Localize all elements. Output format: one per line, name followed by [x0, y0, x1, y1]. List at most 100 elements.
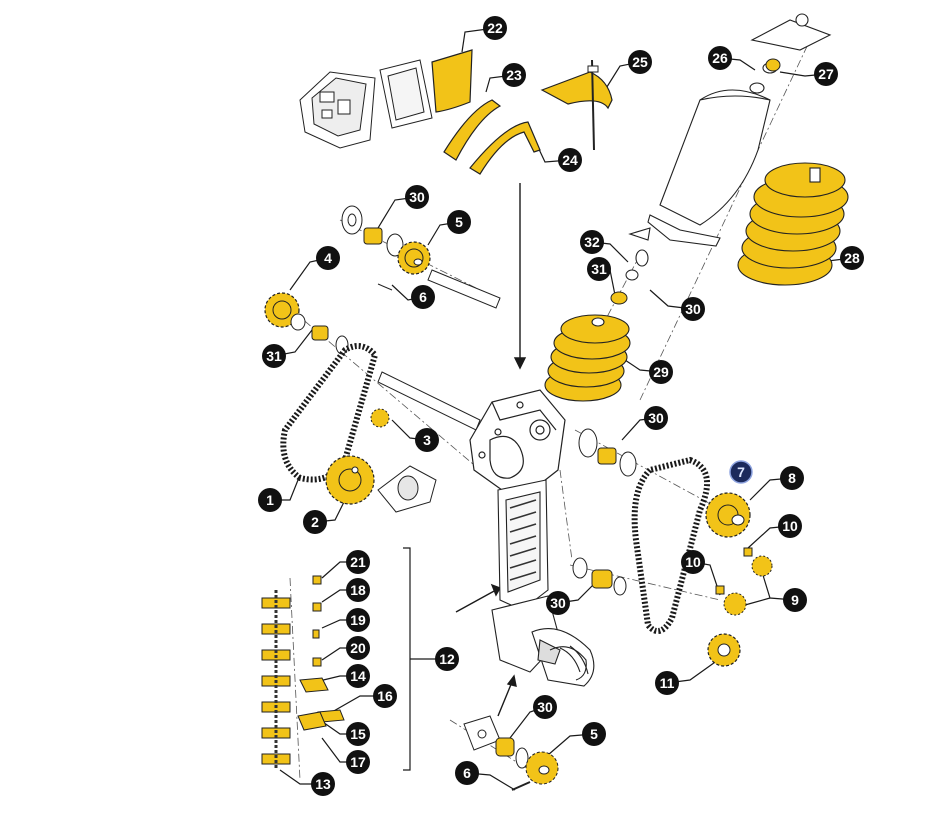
svg-text:20: 20	[350, 640, 366, 656]
svg-text:5: 5	[455, 214, 463, 230]
callout-24[interactable]: 24	[558, 148, 582, 172]
part-18-link	[312, 602, 322, 612]
svg-text:15: 15	[350, 726, 366, 742]
svg-text:8: 8	[788, 470, 796, 486]
callout-9[interactable]: 9	[783, 588, 807, 612]
svg-text:7: 7	[737, 464, 745, 480]
part-24-wear-strip	[469, 121, 541, 175]
svg-text:31: 31	[266, 348, 282, 364]
part-11-sprocket	[707, 633, 741, 667]
part-29-auger-flight	[544, 314, 631, 402]
svg-text:6: 6	[463, 765, 471, 781]
callout-30-bottom[interactable]: 30	[533, 695, 557, 719]
svg-text:1: 1	[266, 492, 274, 508]
callout-4[interactable]: 4	[316, 246, 340, 270]
callout-7-selected[interactable]: 7	[729, 460, 753, 484]
callout-31-upper[interactable]: 31	[587, 257, 611, 281]
assembly-arrows	[455, 183, 527, 717]
svg-text:12: 12	[439, 651, 455, 667]
svg-text:21: 21	[350, 554, 366, 570]
callout-10-lower[interactable]: 10	[681, 550, 705, 574]
svg-text:9: 9	[791, 592, 799, 608]
svg-text:25: 25	[632, 54, 648, 70]
svg-text:23: 23	[506, 67, 522, 83]
callout-32[interactable]: 32	[580, 230, 604, 254]
part-8-sprocket	[705, 492, 751, 538]
callout-21[interactable]: 21	[346, 550, 370, 574]
callout-28[interactable]: 28	[840, 246, 864, 270]
callout-5-upper[interactable]: 5	[447, 210, 471, 234]
svg-text:6: 6	[419, 289, 427, 305]
svg-text:30: 30	[537, 699, 553, 715]
part-10-bushing-lower	[715, 585, 725, 595]
svg-text:31: 31	[591, 261, 607, 277]
callout-6-upper[interactable]: 6	[411, 285, 435, 309]
svg-text:26: 26	[712, 50, 728, 66]
callout-8[interactable]: 8	[780, 466, 804, 490]
part-4-sprocket	[264, 292, 306, 331]
part-22-shield	[431, 49, 473, 113]
part-3-sprocket	[370, 408, 390, 428]
callout-2[interactable]: 2	[303, 510, 327, 534]
part-27-bushing	[765, 58, 781, 72]
callout-12[interactable]: 12	[435, 647, 459, 671]
callout-1[interactable]: 1	[258, 488, 282, 512]
svg-text:11: 11	[660, 675, 675, 691]
part-31-bushing-upper	[610, 291, 628, 305]
part-32-bushing	[625, 269, 639, 281]
svg-text:16: 16	[377, 688, 393, 704]
svg-text:30: 30	[409, 189, 425, 205]
svg-text:17: 17	[350, 754, 366, 770]
part-5-sprocket-upper	[397, 241, 431, 275]
callout-20[interactable]: 20	[346, 636, 370, 660]
callout-30-lower-middle[interactable]: 30	[546, 591, 570, 615]
svg-text:18: 18	[350, 582, 366, 598]
callout-13[interactable]: 13	[311, 772, 335, 796]
part-10-bushing-upper	[743, 547, 753, 557]
callout-31-left[interactable]: 31	[262, 344, 286, 368]
part-20-clip	[312, 657, 322, 667]
callout-17[interactable]: 17	[346, 750, 370, 774]
control-box-assembly	[299, 59, 433, 149]
part-9-sprocket-lower	[723, 592, 747, 616]
callout-14[interactable]: 14	[346, 664, 370, 688]
callout-27[interactable]: 27	[814, 62, 838, 86]
callout-29[interactable]: 29	[649, 360, 673, 384]
part-19-pin	[312, 629, 320, 639]
elevator-column	[497, 479, 549, 611]
callout-23[interactable]: 23	[502, 63, 526, 87]
callout-22[interactable]: 22	[483, 16, 507, 40]
callout-5-bottom[interactable]: 5	[582, 722, 606, 746]
part-7-chain	[631, 456, 710, 635]
gearbox-housing	[469, 389, 566, 491]
svg-text:27: 27	[818, 66, 834, 82]
callout-16[interactable]: 16	[373, 684, 397, 708]
part-15-plate	[297, 711, 327, 731]
callout-11[interactable]: 11	[655, 671, 679, 695]
svg-text:19: 19	[350, 612, 366, 628]
callout-6-bottom[interactable]: 6	[455, 761, 479, 785]
callout-15[interactable]: 15	[346, 722, 370, 746]
lower-auger-housing	[491, 595, 595, 687]
callout-26[interactable]: 26	[708, 46, 732, 70]
callout-25[interactable]: 25	[628, 50, 652, 74]
part-30-bearing-bottom	[495, 737, 529, 769]
svg-text:22: 22	[487, 20, 503, 36]
part-21-link	[312, 575, 322, 585]
svg-text:3: 3	[423, 432, 431, 448]
svg-text:30: 30	[648, 410, 664, 426]
callout-30-upper-left[interactable]: 30	[405, 185, 429, 209]
part-25-cover	[540, 59, 613, 151]
svg-text:4: 4	[324, 250, 332, 266]
part-13-paddle-chain	[261, 590, 291, 770]
svg-text:5: 5	[590, 726, 598, 742]
callout-10-upper[interactable]: 10	[778, 514, 802, 538]
part-30-bearing-right-upper	[578, 428, 637, 477]
callout-30-right[interactable]: 30	[644, 406, 668, 430]
callout-18[interactable]: 18	[346, 578, 370, 602]
callout-3[interactable]: 3	[415, 428, 439, 452]
callout-30-upper-right[interactable]: 30	[681, 297, 705, 321]
callout-19[interactable]: 19	[346, 608, 370, 632]
part-shaft-upper	[377, 269, 501, 309]
svg-text:28: 28	[844, 250, 860, 266]
